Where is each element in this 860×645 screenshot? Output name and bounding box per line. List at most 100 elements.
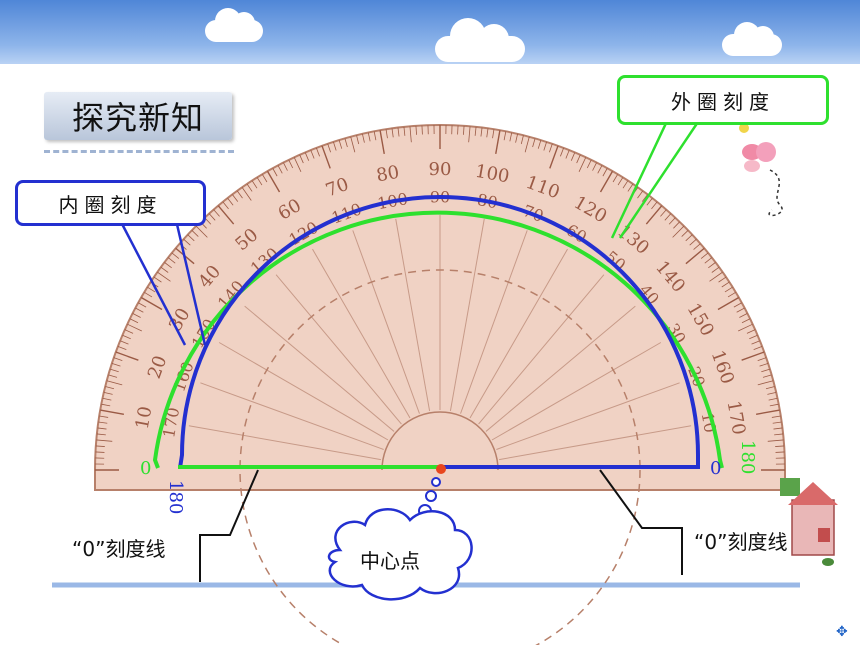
protractor-spoke	[312, 248, 411, 419]
outer-end-right: 180	[737, 440, 758, 474]
dashed-arc	[239, 269, 641, 645]
scale-number: 80	[375, 162, 401, 187]
protractor-spoke	[460, 230, 528, 414]
protractor-spoke	[469, 248, 568, 419]
protractor-tick	[101, 403, 111, 407]
protractor-tick	[565, 149, 570, 159]
zero-line-leader-right	[599, 469, 683, 575]
protractor-tick	[277, 165, 283, 174]
protractor-tick	[773, 427, 783, 430]
protractor-tick	[115, 351, 139, 361]
protractor-tick	[660, 209, 667, 217]
center-dot	[436, 464, 446, 474]
protractor-tick	[327, 143, 331, 153]
protractor-tick	[769, 403, 779, 407]
protractor-tick	[749, 334, 758, 340]
protractor-tick	[99, 415, 109, 418]
scale-number: 90	[429, 159, 452, 180]
protractor-tick	[135, 307, 144, 313]
protractor-tick	[718, 276, 727, 283]
protractor-tick	[520, 135, 524, 145]
center-point-bubble	[327, 508, 473, 601]
title-divider	[44, 150, 234, 153]
protractor-tick	[739, 313, 748, 318]
protractor-tick	[187, 234, 195, 242]
protractor-tick	[772, 421, 782, 424]
protractor-tick	[709, 271, 723, 282]
zero-line-leader-left	[199, 469, 259, 582]
protractor-tick	[236, 190, 243, 199]
protractor-tick	[379, 130, 385, 154]
protractor-tick	[543, 141, 547, 151]
protractor-tick	[646, 197, 653, 206]
protractor-tick	[468, 126, 471, 143]
protractor-tick	[213, 209, 220, 217]
protractor-tick	[689, 238, 697, 246]
protractor-spoke	[496, 382, 680, 450]
protractor-tick	[113, 357, 123, 361]
protractor-tick	[171, 252, 180, 259]
inner-label-pointer	[118, 219, 187, 346]
protractor-tick	[183, 238, 191, 246]
protractor-tick	[191, 230, 199, 237]
protractor-spoke	[499, 425, 692, 461]
protractor-tick	[227, 197, 234, 206]
protractor-tick	[617, 177, 624, 186]
inner-scale-arc	[178, 195, 700, 469]
protractor-tick	[612, 174, 619, 183]
protractor-tick	[727, 291, 736, 298]
protractor-tick	[261, 174, 268, 183]
protractor-tick	[673, 221, 680, 229]
protractor-tick	[578, 157, 587, 172]
protractor-tick	[560, 147, 565, 157]
protractor-tick	[771, 415, 781, 418]
protractor-tick	[503, 131, 507, 141]
protractor-tick	[685, 247, 705, 265]
protractor-tick	[599, 170, 614, 193]
protractor-tick	[304, 152, 310, 161]
protractor-tick	[160, 266, 169, 273]
move-arrows-icon[interactable]: ✥	[836, 624, 848, 640]
protractor-tick	[222, 201, 229, 210]
protractor-tick	[532, 138, 536, 148]
protractor-tick	[157, 271, 171, 282]
protractor-tick	[350, 136, 356, 153]
protractor-tick	[385, 129, 388, 139]
protractor-tick	[373, 131, 377, 141]
protractor-tick	[293, 157, 302, 172]
protractor-tick	[753, 345, 763, 350]
protractor-tick	[765, 386, 775, 390]
protractor-tick	[356, 135, 360, 145]
protractor-spoke	[395, 218, 431, 411]
protractor-tick	[403, 126, 406, 136]
protractor-tick	[246, 183, 253, 192]
protractor-tick	[651, 201, 658, 210]
protractor-tick	[272, 168, 278, 177]
protractor-tick	[761, 368, 771, 373]
protractor-tick	[195, 225, 208, 238]
protractor-tick	[100, 409, 124, 415]
protractor-spokes	[188, 215, 692, 461]
protractor-tick	[767, 392, 777, 395]
protractor-tick	[767, 439, 784, 442]
protractor-tick	[509, 132, 513, 142]
protractor-tick	[637, 190, 644, 199]
bubble-dot	[425, 490, 437, 502]
protractor-spoke	[478, 274, 605, 425]
protractor-tick	[299, 154, 304, 164]
protractor-spoke	[218, 342, 389, 441]
protractor-tick	[627, 183, 634, 192]
protractor-tick	[167, 257, 176, 264]
protractor-tick	[537, 139, 542, 149]
protractor-spoke	[200, 382, 384, 450]
protractor-tick	[757, 380, 774, 386]
protractor-tick	[95, 445, 105, 447]
protractor-tick	[463, 125, 465, 135]
page-title: 探究新知	[44, 92, 232, 140]
protractor-tick	[757, 357, 767, 361]
protractor-tick	[96, 433, 106, 436]
protractor-tick	[492, 129, 495, 139]
inner-end-right: 0	[710, 458, 721, 479]
cloud-decoration	[205, 8, 263, 42]
